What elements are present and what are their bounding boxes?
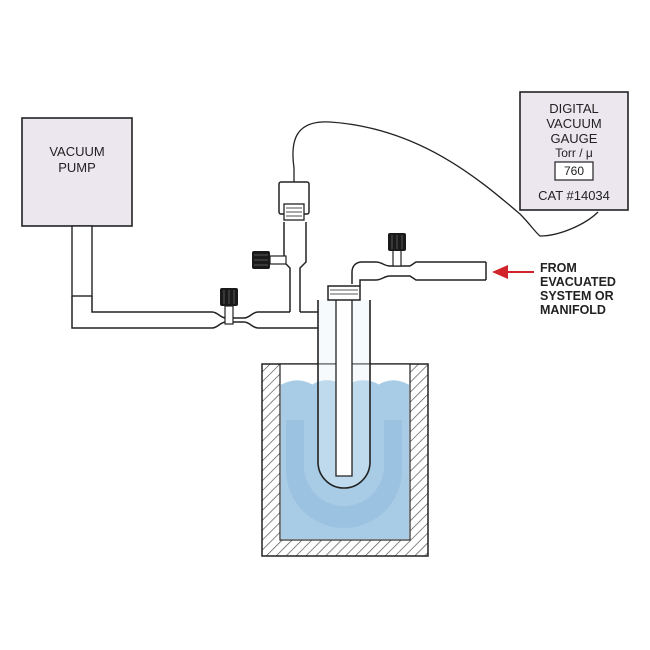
- gauge-label-line3: GAUGE: [551, 131, 598, 146]
- coolant-surface: [280, 378, 410, 385]
- gauge-cable: [292, 121, 599, 237]
- source-line-valve-stem: [392, 249, 402, 267]
- gauge-riser-right: [299, 222, 307, 312]
- trap-frost: [286, 420, 402, 528]
- source-annotation: FROM EVACUATED SYSTEM OR MANIFOLD: [492, 261, 616, 317]
- source-label-line4: MANIFOLD: [540, 303, 606, 317]
- gauge-display: [554, 161, 594, 181]
- source-line-valve: [388, 233, 406, 267]
- gauge-label-line1: DIGITAL: [549, 101, 599, 116]
- vacuum-pump-label-line1: VACUUM: [49, 144, 104, 159]
- source-label-line1: FROM: [540, 261, 577, 275]
- cold-trap-tube: [286, 285, 402, 528]
- vacuum-pump-box: [21, 117, 133, 227]
- vacuum-pump: VACUUM PUMP: [21, 117, 133, 297]
- gauge-unit: Torr / μ: [555, 146, 593, 160]
- vent-valve-stem: [269, 255, 287, 265]
- vacuum-pump-label-line2: PUMP: [58, 160, 96, 175]
- gauge-box: [519, 91, 629, 211]
- source-line-top: [351, 261, 486, 284]
- gauge-reading: 760: [564, 164, 584, 178]
- pump-line-inner: [91, 296, 290, 319]
- digital-vacuum-gauge: DIGITAL VACUUM GAUGE Torr / μ 760 CAT #1…: [519, 91, 629, 211]
- source-label-line3: SYSTEM OR: [540, 289, 614, 303]
- manifold-tubing: [71, 222, 487, 329]
- pump-outlet-stub: [71, 225, 93, 297]
- trap-joint-collar: [327, 285, 361, 301]
- source-label-line2: EVACUATED: [540, 275, 616, 289]
- gauge-label-line2: VACUUM: [546, 116, 601, 131]
- source-arrow-head: [492, 265, 508, 279]
- gauge-fitting: [278, 181, 310, 221]
- source-line-bottom: [359, 275, 486, 286]
- gauge-riser-left: [283, 222, 291, 312]
- trap-inner-tube: [335, 300, 353, 477]
- pump-line-valve-stem: [224, 305, 234, 325]
- vent-valve: [252, 251, 287, 269]
- gauge-catalog-number: CAT #14034: [538, 188, 610, 203]
- pump-line-valve: [220, 288, 238, 325]
